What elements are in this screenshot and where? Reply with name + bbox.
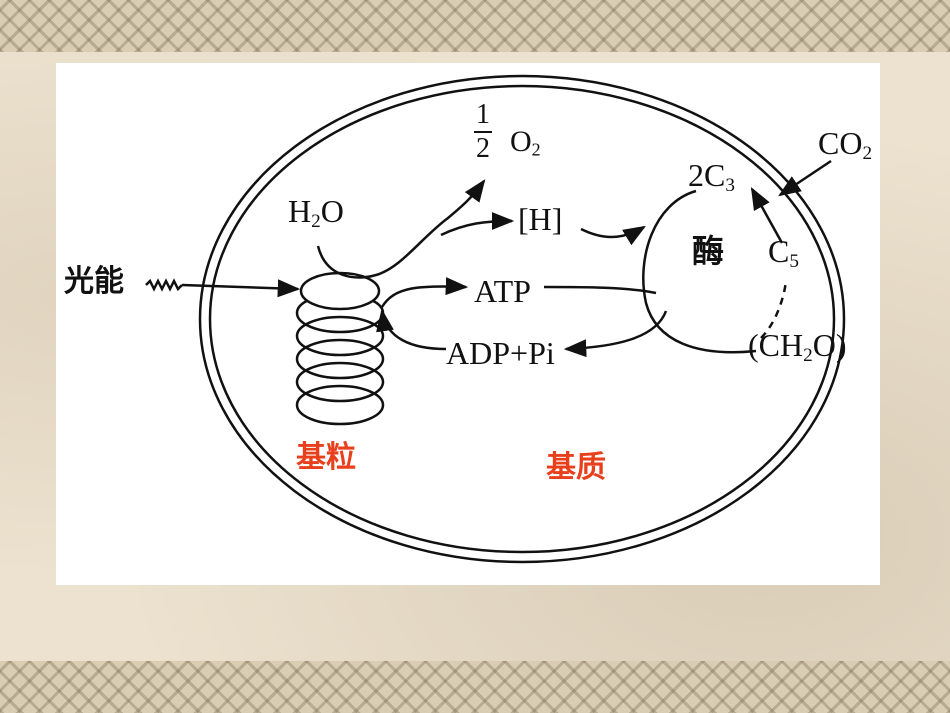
atp-arrow <box>380 277 469 308</box>
water-split-arrow <box>316 179 486 279</box>
carbohydrate-label: (CH2O) <box>748 327 847 366</box>
ch2o-to-c5-arrow <box>760 280 788 339</box>
co2-arrow <box>778 159 832 197</box>
adp-pi-label: ADP+Pi <box>446 335 555 371</box>
chloroplast-inner-membrane <box>208 84 836 554</box>
light-arrow <box>181 279 301 298</box>
c5-to-c3-arrow <box>750 187 784 244</box>
h-arrow <box>440 212 515 237</box>
decorative-border-top <box>0 0 950 52</box>
nadph-label: [H] <box>518 201 563 237</box>
water-label: H2O <box>288 193 344 232</box>
atp-to-cycle <box>543 285 657 295</box>
oxygen-label: O2 <box>510 125 541 160</box>
enzyme-label: 酶 <box>692 232 725 270</box>
light-energy-label: 光能 <box>64 264 124 299</box>
h-to-cycle-arrow <box>580 225 646 246</box>
co2-label: CO2 <box>818 125 873 164</box>
grana-label: 基粒 <box>296 440 356 475</box>
adp-arrow <box>563 310 668 358</box>
adp-to-grana <box>376 308 447 351</box>
grana-stack-icon <box>295 271 385 426</box>
diagram-drawing <box>145 74 846 564</box>
chloroplast-outer-membrane <box>198 74 846 564</box>
enzyme-loop <box>642 189 757 354</box>
c5-label: C5 <box>768 233 799 272</box>
c3-label: 2C3 <box>688 157 735 196</box>
stroma-label: 基质 <box>546 450 606 485</box>
atp-label: ATP <box>474 273 531 309</box>
decorative-border-bottom <box>0 661 950 713</box>
light-wave-icon <box>145 278 183 292</box>
